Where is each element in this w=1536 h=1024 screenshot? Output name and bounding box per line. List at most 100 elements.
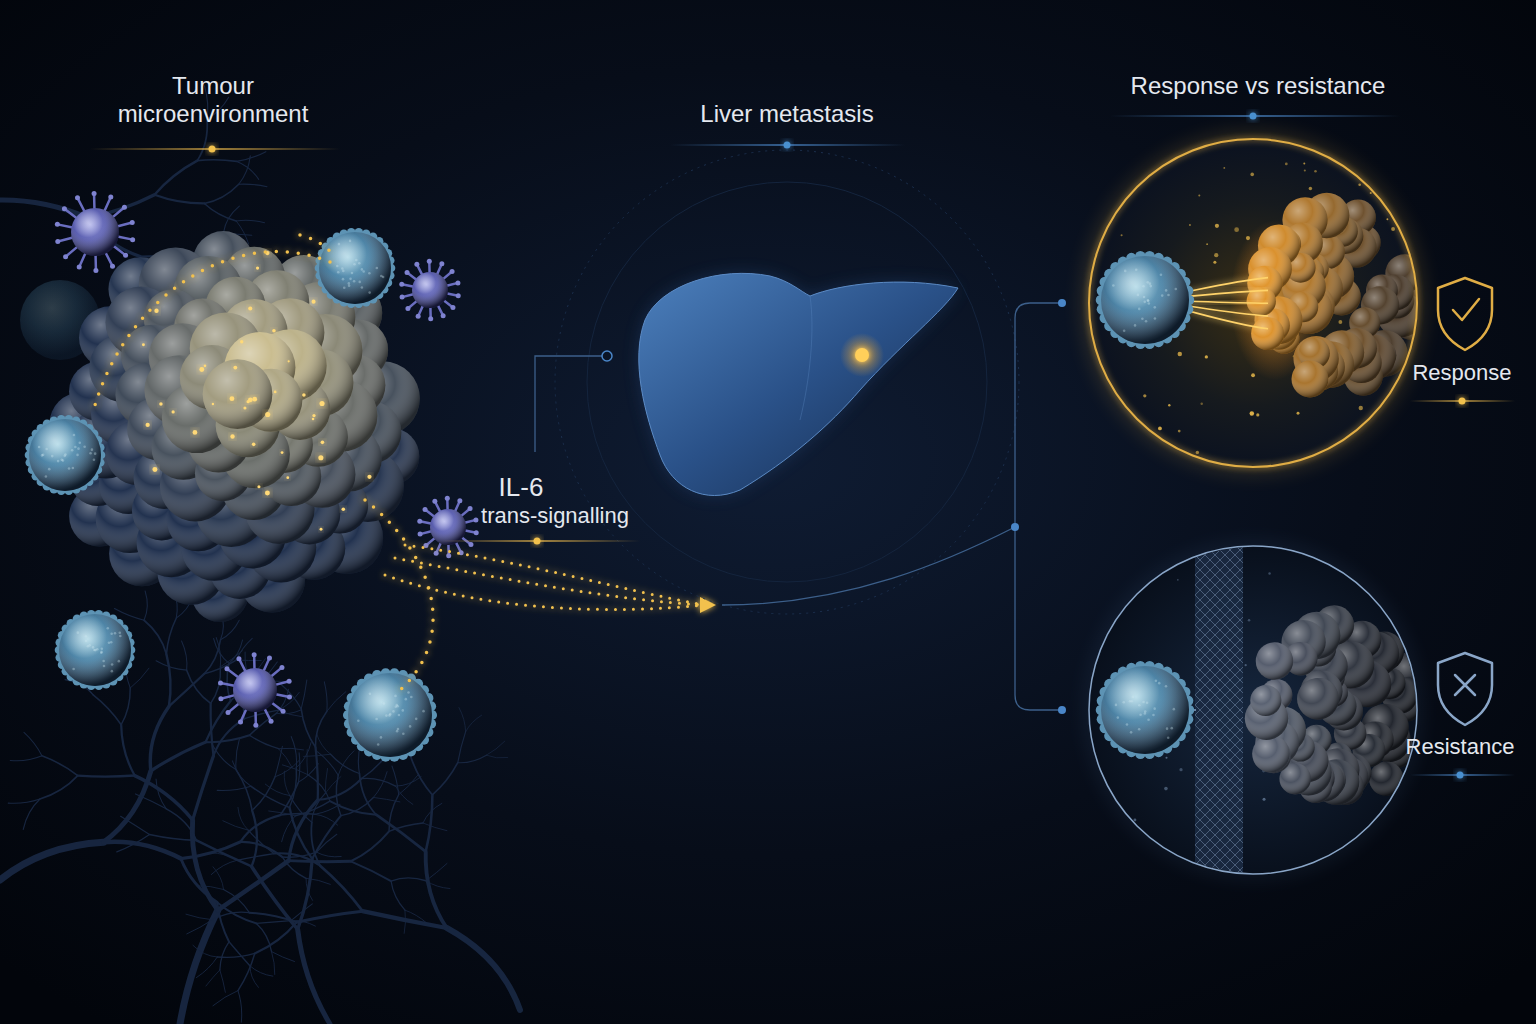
cell-texture [398, 714, 401, 717]
vessel [315, 711, 326, 747]
cell-texture [1117, 716, 1120, 719]
cell-texture [1115, 704, 1118, 707]
signal-spark [318, 455, 323, 460]
cell-texture [376, 267, 379, 270]
vessel [211, 703, 214, 755]
vessel [376, 815, 426, 852]
liver-lobe-line [800, 296, 812, 420]
signal-spark [256, 267, 259, 270]
cell-texture [1167, 294, 1170, 297]
vessel [486, 741, 504, 755]
cell-texture [401, 709, 404, 712]
cell-spike [64, 209, 77, 219]
tumour-lump [1252, 735, 1290, 773]
response-shield [1438, 278, 1492, 350]
cell-texture [1170, 727, 1173, 730]
vessel [78, 776, 135, 777]
cell-texture [83, 446, 86, 449]
spike-tip [110, 264, 115, 269]
signal-subtitle: trans-signalling [481, 503, 629, 528]
cell-spike [116, 223, 132, 227]
vessel [317, 834, 337, 852]
cell-texture [100, 651, 103, 654]
signal-spark [265, 490, 270, 495]
vessel [432, 763, 457, 795]
cell-texture [361, 286, 364, 289]
spike-tip [400, 295, 405, 300]
cell-texture [1160, 273, 1163, 276]
vessel [297, 911, 363, 922]
underline-dot [209, 146, 216, 153]
label-underline [670, 142, 905, 149]
cell-texture [392, 710, 395, 713]
vessel [291, 737, 296, 768]
particle [1119, 418, 1121, 420]
cell-spike [112, 245, 125, 255]
vessel [301, 709, 315, 747]
signal-spark [312, 418, 315, 421]
vessel [320, 866, 362, 911]
vessel [229, 942, 250, 966]
vessel [391, 881, 405, 910]
particle [1112, 415, 1116, 419]
tumour-lump-shading [1252, 735, 1290, 773]
vessel [315, 804, 340, 814]
cell-texture [85, 640, 88, 643]
vessel [237, 152, 266, 162]
metastasis-spot [855, 348, 869, 362]
cell-texture [111, 663, 114, 666]
cell-texture [1142, 701, 1145, 704]
spike-tip [455, 280, 460, 285]
cell-texture [1134, 324, 1137, 327]
cell-texture [1153, 707, 1156, 710]
vessel [359, 774, 376, 815]
cell-texture [1126, 723, 1129, 726]
underline-dot [1457, 772, 1464, 779]
vessel [248, 830, 274, 853]
vessel [238, 953, 255, 990]
signal-spark [312, 414, 315, 417]
response-scene [1085, 135, 1434, 475]
spike-tip [130, 220, 135, 225]
particle [1178, 430, 1181, 433]
particle [1245, 664, 1247, 666]
stromal-mesh [1195, 540, 1243, 880]
vessel [149, 835, 196, 841]
vessel [272, 952, 275, 975]
spike-tip [474, 530, 479, 535]
cell-texture [108, 642, 111, 645]
signal-dots [405, 545, 705, 605]
shield-outline [1438, 653, 1492, 725]
bracket [1015, 303, 1062, 710]
signal-spark [243, 406, 246, 409]
vessel [238, 807, 248, 830]
signal-spark [154, 309, 158, 313]
liver-figure [555, 150, 1019, 614]
cell-texture [57, 460, 60, 463]
cell-texture [368, 291, 371, 294]
outcome-label: Resistance [1406, 734, 1515, 759]
signal-spark [288, 360, 290, 362]
cell-texture [119, 635, 122, 638]
particle [1165, 757, 1167, 759]
cell-texture [45, 475, 48, 478]
vessel [312, 816, 341, 859]
cell-texture [402, 733, 405, 736]
spike-tip [446, 553, 451, 558]
cell-texture [64, 453, 67, 456]
spike-tip [62, 206, 67, 211]
underline-dot [1250, 113, 1257, 120]
spike-tip [130, 237, 135, 242]
cell-texture [380, 275, 383, 278]
cell-texture [1138, 308, 1141, 311]
dendritic-cell [412, 272, 448, 308]
cell-texture [348, 284, 351, 287]
cell-texture [396, 705, 399, 708]
dendritic-cell-shading [430, 509, 466, 545]
immune-cell [29, 419, 101, 491]
vessel [289, 861, 351, 862]
cell-texture [77, 447, 80, 450]
vessel [459, 708, 466, 732]
spike-tip [226, 710, 231, 715]
vessel [426, 795, 433, 852]
